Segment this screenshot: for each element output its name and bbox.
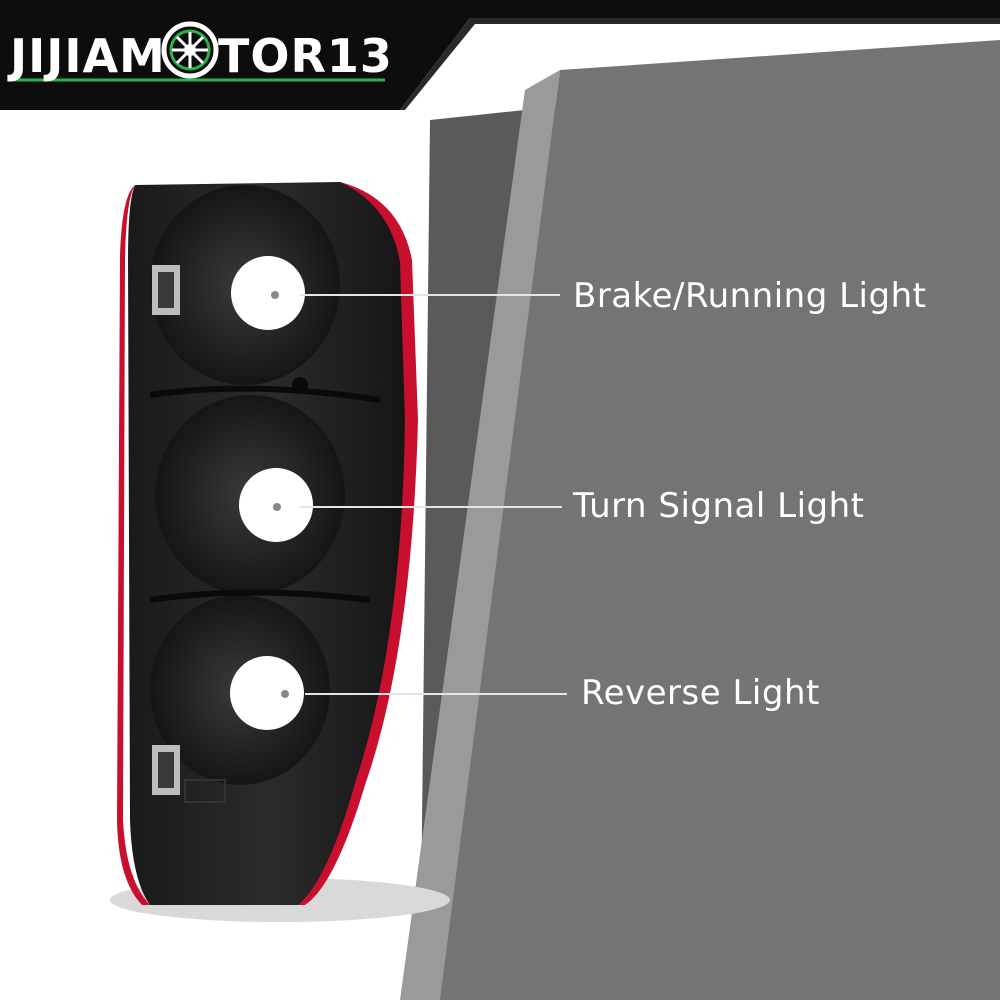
brake-light-socket bbox=[231, 256, 305, 330]
wheel-icon bbox=[161, 21, 219, 79]
gray-panel-mid bbox=[440, 40, 1000, 1000]
logo-banner bbox=[0, 0, 1000, 110]
reverse-light-socket bbox=[230, 656, 304, 730]
red-lens-left-edge bbox=[117, 185, 150, 905]
logo-text-right: TOR13 bbox=[218, 29, 393, 83]
callout-reverse-light: Reverse Light bbox=[581, 673, 820, 713]
callout-brake-running-light: Brake/Running Light bbox=[573, 276, 927, 316]
logo-text-left: JIJIAM bbox=[7, 29, 166, 83]
callout-turn-signal-light: Turn Signal Light bbox=[573, 486, 865, 526]
gray-panel-light bbox=[400, 70, 560, 1000]
red-lens-right-edge bbox=[298, 182, 418, 905]
